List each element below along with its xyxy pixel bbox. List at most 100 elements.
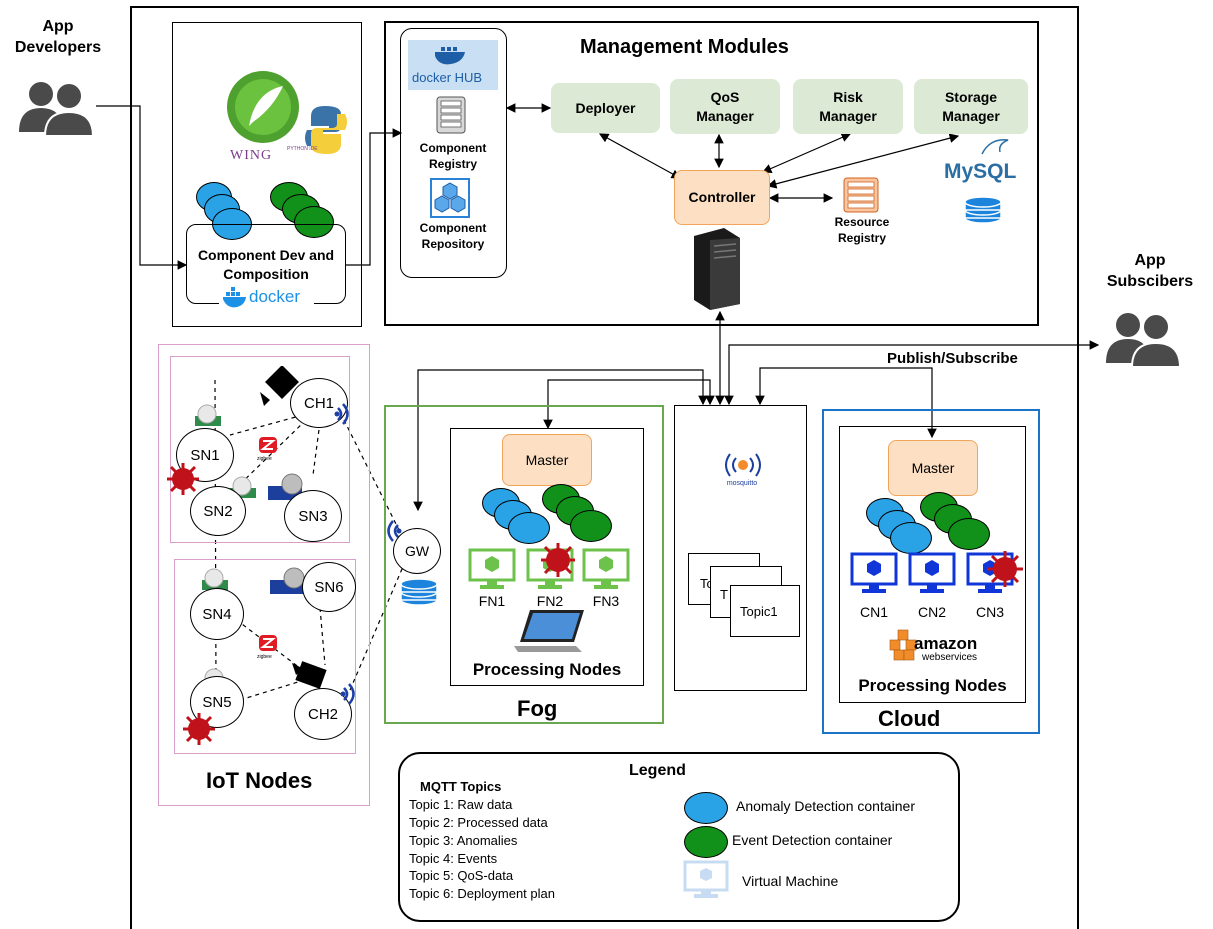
- virus-icon: [541, 543, 575, 577]
- camera-icon: [292, 661, 327, 689]
- mysql-dolphin-icon: [981, 139, 1009, 155]
- virus-icon: [167, 463, 199, 495]
- mosquitto-logo-icon: [725, 453, 761, 477]
- iot-cluster-1: [170, 356, 350, 543]
- cloud-master-node: Master: [888, 440, 978, 496]
- storage-database-icon: [964, 196, 1002, 224]
- sensor-icon: [202, 568, 228, 590]
- anomaly-container-cluster: [866, 498, 936, 558]
- legend-anomaly-swatch: [684, 792, 728, 824]
- fog-node-fn2: FN2: [536, 593, 564, 609]
- virus-icon: [183, 713, 215, 745]
- iot-node-sn2: SN2: [190, 486, 246, 536]
- zigbee-icon: [259, 635, 277, 651]
- legend-topic-item: Topic 3: Anomalies: [409, 833, 518, 848]
- publish-subscribe-label: Publish/Subscribe: [887, 350, 1018, 367]
- cloud-processing-label: Processing Nodes: [858, 676, 1007, 695]
- legend-event-swatch: [684, 826, 728, 858]
- python-logo-icon: [305, 106, 347, 154]
- mysql-logo-text: MySQL: [944, 160, 1017, 183]
- wireless-signal-icon: [340, 683, 355, 705]
- legend-anomaly-label: Anomaly Detection container: [736, 798, 915, 814]
- component-registry-icon: [436, 96, 466, 134]
- dev-panel: [172, 22, 362, 327]
- fog-node-fn3: FN3: [592, 593, 620, 609]
- fog-node-fn1: FN1: [478, 593, 506, 609]
- cloud-panel: [822, 409, 1040, 734]
- event-container-cluster: [270, 182, 340, 242]
- iot-node-sn6: SN6: [302, 562, 356, 612]
- fog-panel: [384, 405, 664, 724]
- legend-topic-item: Topic 6: Deployment plan: [409, 886, 555, 901]
- resource-registry-label: Resource Registry: [834, 215, 890, 245]
- gateway-node: GW: [393, 528, 441, 574]
- wireless-signal-icon: [334, 403, 349, 425]
- event-container-cluster: [542, 484, 614, 546]
- zigbee-label: zigbee: [257, 456, 272, 462]
- gateway-database-icon: [400, 578, 438, 606]
- wing-ide-logo-icon: [227, 71, 299, 143]
- legend-vm-label: Virtual Machine: [742, 873, 839, 889]
- topic-card-label: T: [720, 587, 728, 602]
- topic-card: [730, 585, 800, 637]
- qos-manager-module: QoS Manager: [670, 79, 780, 134]
- cloud-title: Cloud: [878, 706, 941, 731]
- legend-vm-icon: [683, 860, 729, 898]
- resource-registry-icon: [843, 177, 879, 213]
- app-developers-label: App Developers: [14, 18, 102, 56]
- management-modules-title: Management Modules: [580, 36, 789, 58]
- camera-icon: [260, 366, 299, 406]
- wing-logo-subtext: PYTHON IDE: [287, 146, 318, 152]
- legend-panel: [398, 752, 960, 922]
- component-repository-icon: [430, 178, 470, 218]
- legend-topic-item: Topic 2: Processed data: [409, 815, 548, 830]
- sensor-icon: [230, 476, 256, 498]
- component-repository-label: Component Repository: [419, 221, 487, 251]
- deployer-module: Deployer: [551, 83, 660, 133]
- sensor-icon: [195, 404, 221, 426]
- cloud-vm-icon: [908, 552, 956, 593]
- anomaly-container-cluster: [482, 488, 552, 548]
- legend-topic-item: Topic 1: Raw data: [409, 797, 513, 812]
- app-subscribers-label: App Subscibers: [1106, 252, 1194, 290]
- webservices-logo-text: webservices: [922, 652, 978, 663]
- fog-vm-icon: [582, 548, 630, 589]
- cloud-node-cn1: CN1: [859, 604, 888, 620]
- component-registry-label: Component Registry: [419, 141, 487, 171]
- cloud-processing-box: [839, 426, 1026, 703]
- cloud-node-cn2: CN2: [917, 604, 946, 620]
- zigbee-label: zigbee: [257, 654, 272, 660]
- iot-nodes-panel: [158, 344, 370, 806]
- mosquitto-label: mosquitto: [726, 480, 758, 487]
- registry-panel: [400, 28, 507, 278]
- iot-nodes-title: IoT Nodes: [206, 768, 313, 793]
- gas-sensor-icon: [270, 567, 305, 594]
- cloud-node-cn3: CN3: [975, 604, 1004, 620]
- virus-icon: [987, 551, 1023, 587]
- storage-manager-module: Storage Manager: [914, 79, 1028, 134]
- iot-cluster-2: [174, 559, 356, 754]
- event-container-cluster: [920, 492, 994, 556]
- fog-processing-box: [450, 428, 644, 686]
- iot-node-sn3: SN3: [284, 490, 342, 542]
- dockerhub-logo-icon: docker HUB: [408, 40, 498, 90]
- fog-title: Fog: [517, 696, 558, 721]
- legend-topic-item: Topic 5: QoS-data: [409, 868, 514, 883]
- aws-cubes-icon: [889, 629, 917, 661]
- amazon-logo-text: amazon: [914, 634, 978, 653]
- mqtt-topics-title: MQTT Topics: [420, 779, 502, 794]
- component-composition-label: Component Dev and Composition: [197, 247, 335, 282]
- cloud-vm-icon: [850, 552, 898, 593]
- iot-node-sn4: SN4: [190, 588, 244, 640]
- legend-event-label: Event Detection container: [732, 832, 893, 848]
- legend-topic-item: Topic 4: Events: [409, 851, 498, 866]
- docker-logo-icon: docker: [219, 286, 314, 310]
- iot-node-ch2: CH2: [294, 688, 352, 740]
- zigbee-icon: [259, 437, 277, 453]
- risk-manager-module: Risk Manager: [793, 79, 903, 134]
- fog-master-node: Master: [502, 434, 592, 486]
- laptop-icon: [514, 610, 584, 652]
- subscribers-people-icon: [1106, 313, 1182, 368]
- fog-processing-label: Processing Nodes: [472, 660, 622, 679]
- legend-title: Legend: [629, 762, 686, 779]
